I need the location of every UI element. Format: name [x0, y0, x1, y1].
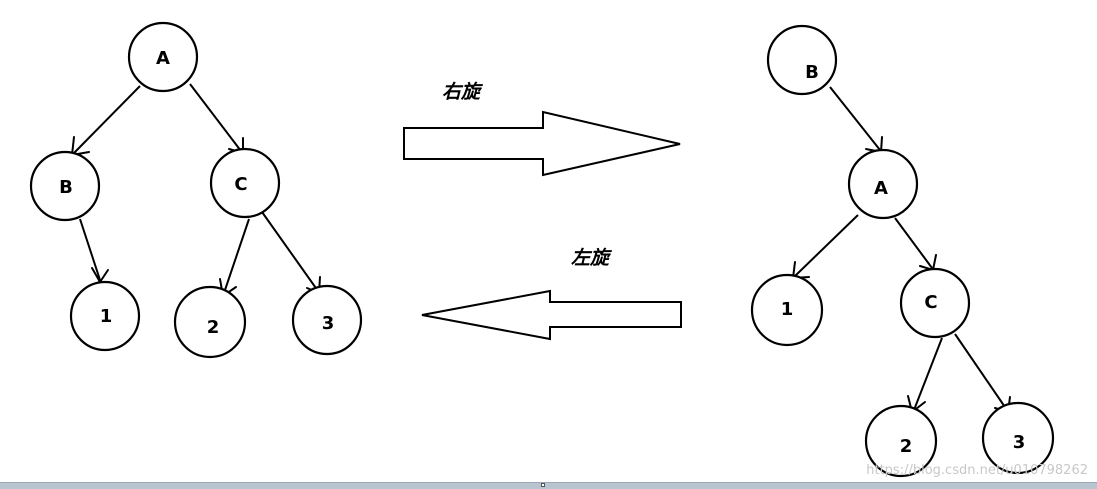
left-node-3-label: 3 [322, 313, 335, 334]
rotate-right-label: 右旋 [442, 81, 484, 103]
right-edge-B-A [829, 86, 881, 151]
left-node-C: C [209, 147, 281, 219]
rotate-right-arrow [403, 110, 681, 177]
right-node-A: A [847, 148, 919, 220]
right-edge-C-2 [913, 337, 943, 411]
left-edge-A-B [73, 85, 141, 154]
right-node-3: 3 [981, 401, 1055, 475]
right-edge-A-C [894, 217, 933, 269]
left-edge-C-3 [261, 211, 319, 292]
left-node-A: A [127, 21, 199, 93]
right-node-2-label: 2 [900, 436, 913, 457]
right-edge-C-3 [954, 333, 1008, 411]
left-node-1-label: 1 [100, 306, 113, 327]
left-node-1: 1 [69, 280, 141, 352]
rotate-right-group: 右旋 [403, 81, 681, 177]
bottom-border-bar [0, 482, 1097, 489]
rotate-left-arrow [421, 289, 682, 341]
right-node-C-label: C [924, 292, 937, 313]
right-node-3-label: 3 [1013, 432, 1026, 453]
left-edge-B-1 [79, 218, 101, 281]
left-tree: A B C 1 2 3 [29, 21, 363, 359]
left-node-B-label: B [59, 177, 73, 198]
left-node-2: 2 [173, 285, 247, 359]
right-node-C: C [899, 267, 971, 339]
watermark-text: https://blog.csdn.net/u010798262 [866, 463, 1088, 478]
right-node-1: 1 [750, 273, 824, 347]
left-node-A-label: A [156, 48, 170, 69]
left-node-B: B [29, 150, 101, 222]
left-node-2-label: 2 [207, 317, 220, 338]
right-tree: B A 1 C 2 3 [750, 24, 1055, 478]
right-node-B-label: B [805, 62, 819, 83]
left-edge-C-2 [223, 218, 250, 294]
right-node-2: 2 [864, 404, 938, 478]
right-node-1-label: 1 [781, 299, 794, 320]
rotate-left-label: 左旋 [571, 247, 613, 269]
left-edge-A-C [189, 83, 242, 152]
resize-handle[interactable] [541, 483, 545, 487]
right-node-A-label: A [874, 178, 888, 199]
left-node-3: 3 [291, 284, 363, 356]
right-node-B: B [766, 24, 838, 96]
right-edge-A-1 [794, 214, 859, 277]
left-node-C-label: C [234, 174, 247, 195]
rotate-left-group: 左旋 [421, 247, 682, 341]
